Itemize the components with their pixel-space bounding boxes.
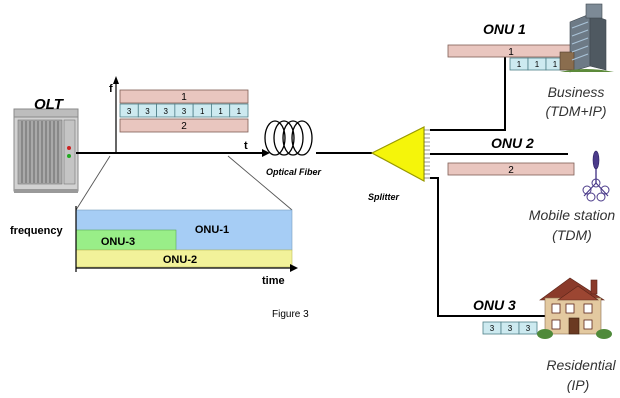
zoom-line-left <box>75 155 111 211</box>
f-axis-arrow <box>113 76 119 84</box>
t-axis-label: t <box>244 140 248 152</box>
time-axis-label: time <box>262 275 285 287</box>
fiber-tdm-slot-label: 3 <box>182 107 187 116</box>
splitter-ports <box>424 129 430 179</box>
optical-fiber-label: Optical Fiber <box>266 167 322 177</box>
fiber-tdm-slot-label: 3 <box>127 107 132 116</box>
frequency-axis-label: frequency <box>10 225 63 237</box>
fiber-tdm-slot-label: 1 <box>200 107 205 116</box>
onu1-label: ONU 1 <box>483 21 526 37</box>
onu1-desc-2: (TDM+IP) <box>545 103 606 119</box>
onu-1-band-label: ONU-1 <box>195 224 229 236</box>
fiber-band-1-label: 1 <box>181 92 187 103</box>
onu-3-band-label: ONU-3 <box>101 236 135 248</box>
fiber-band-2-label: 2 <box>181 121 187 132</box>
fiber-tdm-slot-label: 3 <box>145 107 150 116</box>
spectrum-inset: ONU-1 ONU-3 ONU-2 frequency time <box>10 206 298 287</box>
residential-house-icon <box>537 277 612 339</box>
zoom-line-right <box>227 155 293 211</box>
onu2-band-2 <box>447 162 575 176</box>
splitter-icon <box>370 126 425 183</box>
fiber-coil-icon <box>264 120 313 156</box>
splitter-label: Splitter <box>368 192 400 202</box>
onu1-band-label: 1 <box>508 47 514 58</box>
time-axis-arrow <box>290 264 298 272</box>
olt-rack-icon <box>13 108 79 193</box>
onu3-tdm-slot-label: 3 <box>526 324 531 333</box>
onu2-desc-1: Mobile station <box>529 207 616 223</box>
fiber-band-2 <box>119 118 249 133</box>
onu1-desc-1: Business <box>548 84 605 100</box>
onu2-desc-2: (TDM) <box>552 227 592 243</box>
fiber-tdm-slot-label: 1 <box>237 107 242 116</box>
fiber-tdm-slot <box>229 103 249 118</box>
fiber-band-1 <box>119 89 249 104</box>
onu3-desc-1: Residential <box>546 357 616 373</box>
onu-2-band-label: ONU-2 <box>163 254 197 266</box>
onu3-tdm-slot <box>518 321 538 335</box>
fiber-tdm-slot-label: 1 <box>218 107 223 116</box>
onu1-tdm-slot-label: 1 <box>535 60 540 69</box>
onu1-tdm-slot-label: 1 <box>553 60 558 69</box>
onu3-label: ONU 3 <box>473 297 516 313</box>
onu3-desc-2: (IP) <box>567 377 590 393</box>
onu3-tdm-slots: 3 3 3 <box>482 321 538 335</box>
mobile-station-tower-icon <box>582 150 610 202</box>
onu3-tdm-slot-label: 3 <box>508 324 513 333</box>
olt-label: OLT <box>34 96 65 113</box>
business-building-icon <box>559 3 614 73</box>
onu2-band-label: 2 <box>508 165 514 176</box>
fiber-tdm-slots: 3 3 3 3 1 1 1 <box>119 103 249 118</box>
onu1-tdm-slots: 1 1 1 <box>509 57 565 71</box>
fiber-band-inset: 1 3 3 3 3 1 1 1 2 <box>119 89 249 133</box>
onu3-tdm-slot-label: 3 <box>490 324 495 333</box>
onu1-tdm-slot-label: 1 <box>517 60 522 69</box>
fiber-tdm-slot-label: 3 <box>163 107 168 116</box>
onu2-label: ONU 2 <box>491 135 534 151</box>
t-axis-arrow <box>262 149 270 157</box>
branch-onu3 <box>430 177 568 317</box>
figure-caption: Figure 3 <box>272 309 309 320</box>
f-axis-label: f <box>109 83 113 95</box>
